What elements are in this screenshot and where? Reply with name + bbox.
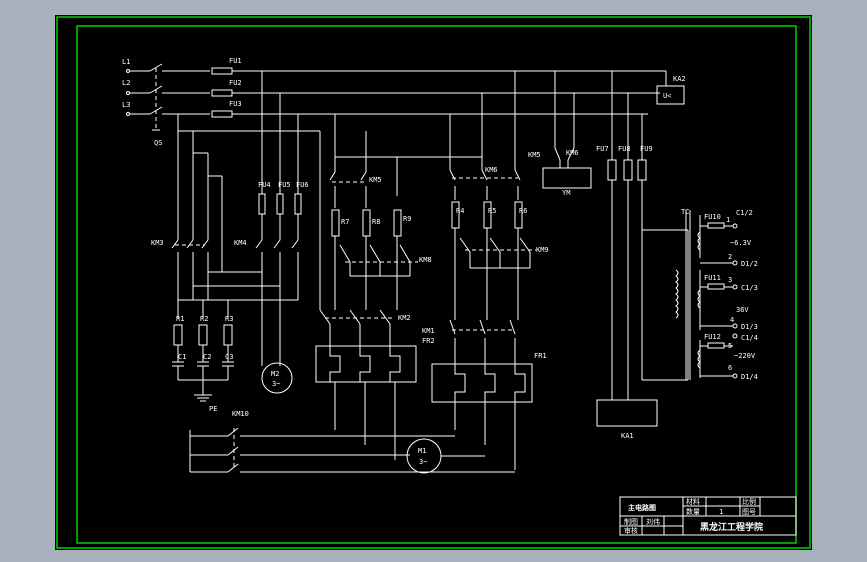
label-resistors-r5: R5 [488,207,496,215]
label-transformer-tc: TC [681,208,689,216]
label-mains-qs: QS [154,139,162,147]
motor-m2: M2 3~ [261,300,293,394]
label-motors-m2-sub: 3~ [272,380,280,388]
label-capacitors-c2: C2 [203,353,211,361]
label-transformer-t2-num: 2 [728,253,732,261]
label-motors-m1-sub: 3~ [419,458,427,466]
label-fuses-fu4: FU4 [258,181,271,189]
label-transformer-t2: D1/2 [741,260,758,268]
label-fuses-fu3: FU3 [229,100,242,108]
km1-fr1-contacts: KM1 FR2 FR1 [422,319,547,470]
motor-m1: KM10 M1 3~ [189,410,515,474]
rc-filter: R1 R2 R3 C1 C2 C3 PE [172,300,234,413]
label-title-block-drawn: 制图 [624,517,638,526]
label-capacitors-pe: PE [209,405,217,413]
label-motors-m1: M1 [418,447,426,455]
label-contactors-km3: KM3 [151,239,164,247]
label-resistors-r3: R3 [225,315,233,323]
fuses-fu7-fu9: FU7 FU8 FU9 KA1 [596,145,689,440]
label-capacitors-c3: C3 [225,353,233,361]
label-title-block-quantity-val: 1 [719,508,723,516]
bus-lines [177,71,643,310]
km3-km4-contacts: KM3 KM4 FU4 FU5 FU6 [151,176,309,360]
label-resistors-r1: R1 [176,315,184,323]
label-contactors-km5: KM5 [369,176,382,184]
label-transformer-t3: C1/3 [741,284,758,292]
title-block: 主电路图 材料 比例 数量 1 图号 制图 审核 刘伟 黑龙江工程学院 [619,496,797,536]
ka2-undervoltage-relay: U< KA2 [656,71,686,105]
fuses-fu1-fu3: FU1 FU2 FU3 [211,57,666,118]
ym-brake-circuit: KM5 KM6 YM [528,133,592,197]
label-contactors-km6: KM6 [485,166,498,174]
outer-border [56,16,811,549]
label-contactors-ka2-coil: U< [663,92,671,100]
label-transformer-t1-v: ~6.3V [730,239,752,247]
drawing-title: 主电路图 [628,503,656,512]
label-transformer-t1-num: 1 [726,216,730,224]
label-transformer-t1: C1/2 [736,209,753,217]
label-transformer-t5: C1/4 [741,334,758,342]
label-transformer-t6: D1/4 [741,373,758,381]
label-transformer-t6-num: 6 [728,364,732,372]
label-title-block-scale: 比例 [742,497,756,506]
label-motors-m2: M2 [271,370,279,378]
label-contactors-km5b: KM5 [528,151,541,159]
label-resistors-r8: R8 [372,218,380,226]
label-contactors-km4: KM4 [234,239,247,247]
institution-name: 黑龙江工程学院 [700,521,763,533]
label-fuses-fu6: FU6 [296,181,309,189]
label-fuses-fu8: FU8 [618,145,631,153]
label-resistors-r2: R2 [200,315,208,323]
label-resistors-r4: R4 [456,207,464,215]
label-relays-fr1: FR1 [534,352,547,360]
label-fuses-fu9: FU9 [640,145,653,153]
label-mains-l2: L2 [122,79,130,87]
label-transformer-t5-v: ~220V [734,352,756,360]
label-resistors-r7: R7 [341,218,349,226]
label-fuses-fu10: FU10 [704,213,721,221]
inner-border [76,25,797,544]
label-transformer-t4-num: 4 [730,316,734,324]
label-title-block-name-col: 刘伟 [646,517,660,526]
label-transformer-t3-v: 36V [736,306,749,314]
rotor-resistors: R7 R8 R9 R4 R5 R6 KM8 KM9 [331,201,549,320]
label-transformer-t3-num: 3 [728,276,732,284]
label-transformer-t4: D1/3 [741,323,758,331]
label-mains-l1: L1 [122,58,130,66]
km2-contacts: KM2 [315,309,417,460]
km5-km6-contacts: KM5 KM6 [329,156,521,208]
label-capacitors-c1: C1 [178,353,186,361]
control-transformer: TC FU10 FU11 FU12 C1/2 1 ~6.3V 2 D1/2 3 … [675,208,758,381]
label-title-block-checked: 审核 [624,526,638,535]
mains-supply: L1 L2 L3 QS [122,58,210,147]
label-resistors-r6: R6 [519,207,527,215]
label-fuses-fu5: FU5 [278,181,291,189]
label-contactors-ka2: KA2 [673,75,686,83]
label-contactors-ka1: KA1 [621,432,634,440]
label-fuses-fu7: FU7 [596,145,609,153]
label-fuses-fu1: FU1 [229,57,242,65]
label-contactors-km10: KM10 [232,410,249,418]
label-contactors-km6b: KM6 [566,149,579,157]
label-resistors-r9: R9 [403,215,411,223]
label-contactors-km1-fr2-0: KM1 [422,327,435,335]
label-title-block-sheet: 图号 [742,508,756,516]
label-contactors-ym: YM [562,189,570,197]
label-fuses-fu12: FU12 [704,333,721,341]
label-fuses-fu2: FU2 [229,79,242,87]
label-title-block-quantity: 数量 [686,507,700,516]
label-contactors-km9: KM9 [536,246,549,254]
label-contactors-km2: KM2 [398,314,411,322]
label-fuses-fu11: FU11 [704,274,721,282]
label-mains-l3: L3 [122,101,130,109]
label-contactors-km1-fr2-1: FR2 [422,337,435,345]
label-title-block-material: 材料 [686,497,700,506]
label-contactors-km8: KM8 [419,256,432,264]
label-transformer-t5-num: 5 [728,342,732,350]
